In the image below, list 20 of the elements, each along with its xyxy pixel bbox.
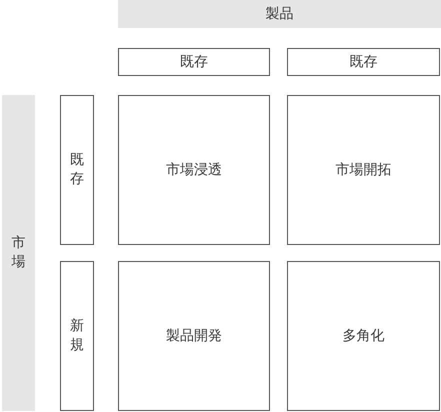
row-header-box	[60, 95, 94, 245]
row-header-box	[60, 261, 94, 411]
axis-title: 市場	[12, 234, 26, 272]
column-header: 既存	[180, 54, 208, 70]
axis-title: 製品	[266, 6, 294, 22]
strategy-label: 多角化	[342, 328, 384, 344]
axis-band	[2, 95, 35, 411]
matrix-cell	[287, 95, 440, 245]
row-header: 既存	[70, 151, 84, 189]
matrix-cell	[287, 261, 440, 411]
column-header: 既存	[350, 54, 378, 70]
strategy-label: 市場浸透	[166, 162, 222, 178]
axis-band	[118, 0, 441, 28]
column-header-box	[118, 48, 270, 76]
row-header: 新規	[70, 317, 84, 355]
strategy-label: 市場開拓	[336, 162, 392, 178]
column-header-box	[287, 48, 440, 76]
matrix-cell	[118, 261, 270, 411]
strategy-label: 製品開発	[166, 328, 222, 344]
matrix-cell	[118, 95, 270, 245]
